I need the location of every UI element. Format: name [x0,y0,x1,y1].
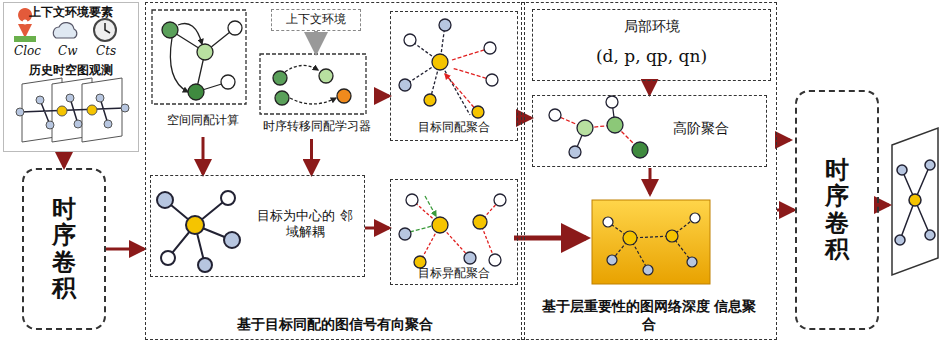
flow-arrow [777,209,794,212]
node-text: 上下文环境 [272,12,360,27]
symbol-label: Cloc [14,44,41,58]
temporal-homophily-graph [260,54,366,114]
flow-arrow [63,152,66,167]
node-text: 时序转移同配学习器 [258,119,376,134]
process-box: 目标同配聚合 [390,11,518,141]
process-box: 高阶聚合 [532,95,767,167]
node-text: 空间同配计算 [150,113,256,128]
layer-importance-box [592,200,710,284]
flow-arrow [365,227,389,230]
spatial-homophily-graph [152,10,246,104]
heterophily-aggregation-graph [399,194,506,268]
process-box: 时序转移同配学习器 [258,53,376,139]
node-text: (d, p, qp, qn) [533,46,770,67]
context-box: 上下文环境要素历史时空图观测 [3,2,139,152]
node-text: 时序卷积 [825,157,849,263]
symbol-label: Cts [96,44,116,58]
flow-arrow [376,95,389,98]
node-text: 局部环境 [533,18,770,36]
ego-graph [157,191,240,272]
node-text: 时序卷积 [52,196,76,302]
node-text: 目标同配聚合 [391,120,517,135]
module-panel: 基于目标同配的图信号有向聚合 空间同配计算 上下文环境时序转移同配学习器目标为中心的… [145,2,525,340]
flow-arrow [648,81,651,94]
history-graph-frames [16,78,129,142]
output-graph [892,128,938,275]
node-text: 基于目标同配的图信号有向聚合 [146,316,524,334]
homophily-aggregation-graph [399,19,498,118]
context-box: 局部环境 (d, p, qp, qn) [532,9,771,81]
node-text: 目标为中心的 邻域解耦 [255,208,355,241]
temporal-conv-box: 时序卷积 [22,168,106,330]
process-box: 目标异配聚合 [390,179,518,285]
symbol-label: Cw [58,44,77,58]
module-panel: 基于层重要性的图网络深度 信息聚合 局部环境 (d, p, qp, qn) 高阶聚合 [521,2,777,340]
flow-arrow [310,139,313,174]
flow-arrow [106,248,144,251]
high-order-chain [549,96,648,158]
node-text: 基于层重要性的图网络深度 信息聚合 [540,298,758,333]
temporal-conv-box: 时序卷积 [795,90,879,330]
node-text: 目标异配聚合 [391,266,517,281]
flow-arrow [314,31,318,52]
process-box: 空间同配计算 [150,9,256,137]
process-box: 目标为中心的 邻域解耦 [150,175,365,277]
flow-arrow [202,137,205,174]
node-text: 上下文环境要素 [4,5,138,20]
node-text: 历史时空图观测 [4,63,138,78]
node-text: 高阶聚合 [673,120,760,138]
context-box: 上下文环境 [271,9,361,31]
